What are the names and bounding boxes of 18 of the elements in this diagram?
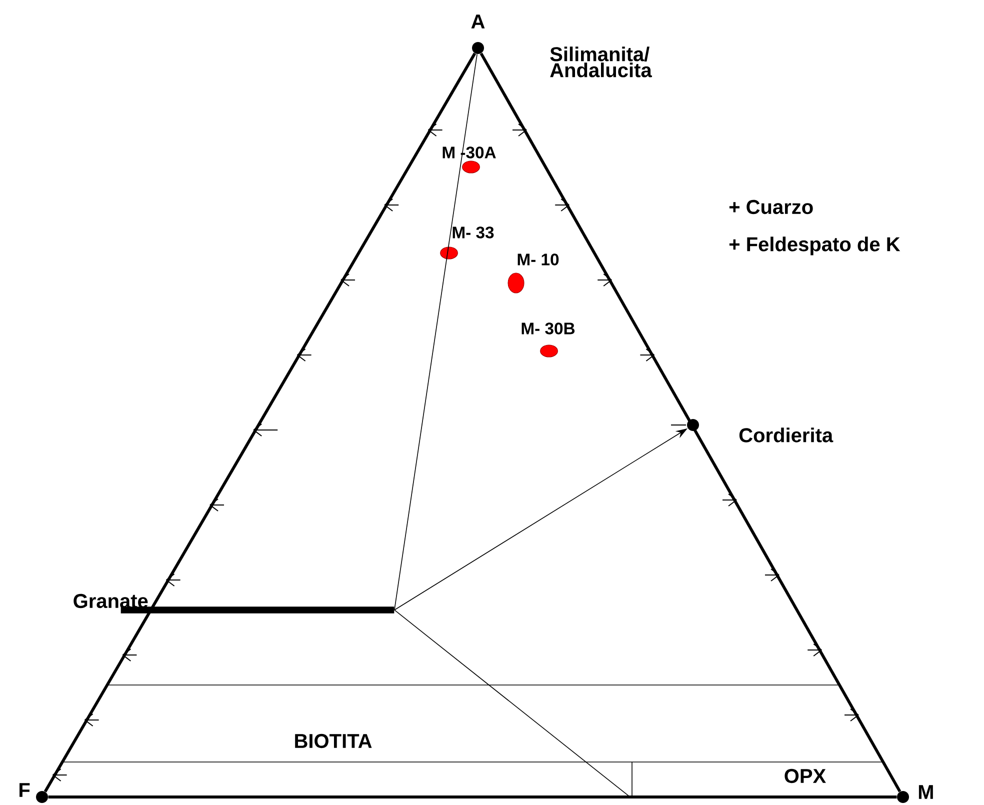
sample-label: M- 10 xyxy=(515,252,561,267)
triangle-side xyxy=(480,52,902,792)
mineral-label: + Feldespato de K xyxy=(729,236,900,256)
point-label: F xyxy=(20,783,30,797)
mineral-label: + Cuarzo xyxy=(729,200,813,214)
sample-label: M- 33 xyxy=(450,225,496,240)
tie-line xyxy=(394,610,630,798)
sample-label: M- 30B xyxy=(519,321,577,336)
tie-line xyxy=(394,54,478,610)
triangle-side xyxy=(48,796,897,798)
field-label: OPX xyxy=(784,768,826,784)
field-label: BIOTITA xyxy=(295,734,372,748)
triangle-side xyxy=(44,52,476,792)
point-label: A xyxy=(471,14,485,28)
point-label: Cordierita xyxy=(739,428,834,442)
mineral-label: Silimanita/ Andalucita xyxy=(550,46,652,78)
point-label: Granate xyxy=(74,594,148,608)
point-label: M xyxy=(918,785,933,799)
